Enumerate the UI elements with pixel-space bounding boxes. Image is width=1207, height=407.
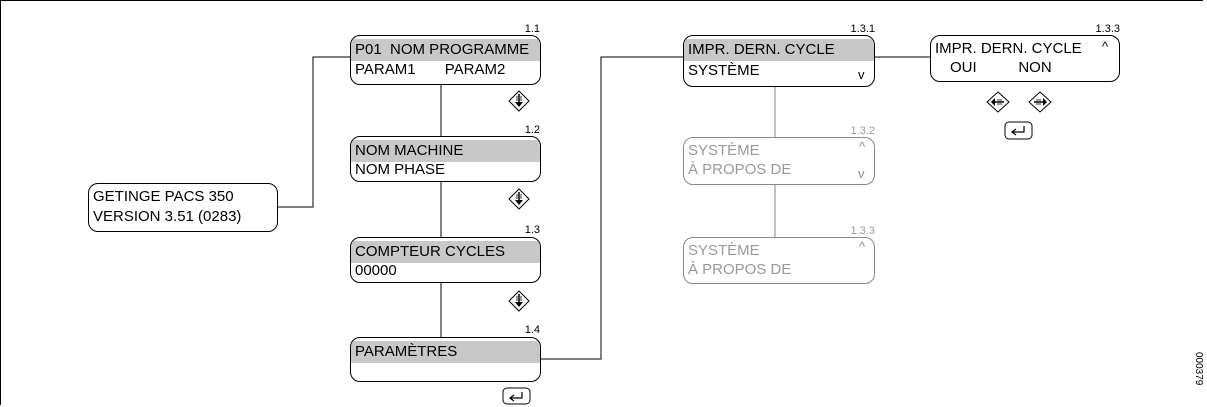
screen-line-1: IMPR. DERN. CYCLE — [684, 39, 874, 61]
figure-reference-code: 000379 — [1193, 352, 1204, 386]
screen-line-2 — [351, 360, 540, 381]
screen-number: 1.4 — [524, 324, 540, 336]
screen-1-3-2: SYSTÈME À PROPOS DE ^ v — [683, 137, 875, 185]
down-arrow-button-icon — [508, 290, 530, 312]
screen-number: 1.2 — [524, 124, 540, 136]
screen-1-3-1: IMPR. DERN. CYCLE SYSTÈME v — [683, 35, 875, 87]
screen-line-1: NOM MACHINE — [351, 140, 540, 162]
scroll-up-indicator: ^ — [859, 139, 866, 154]
screen-number: 1.3 — [524, 224, 540, 236]
scroll-up-indicator: ^ — [859, 239, 866, 254]
down-arrow-button-icon — [508, 188, 530, 210]
scroll-up-indicator: ^ — [1102, 39, 1109, 54]
screen-line-1: IMPR. DERN. CYCLE — [935, 40, 1082, 57]
enter-button-icon — [1004, 121, 1033, 140]
screen-line-2: NOM PHASE — [355, 161, 446, 178]
screen-number: 1.3.1 — [850, 23, 875, 35]
start-line-1: GETINGE PACS 350 — [93, 188, 234, 205]
screen-number: 1.1 — [524, 23, 540, 35]
screen-number: 1.3.2 — [850, 125, 875, 137]
down-arrow-button-icon — [508, 90, 530, 112]
scroll-down-indicator: v — [858, 166, 865, 181]
screen-number: 1.3.3 — [1095, 23, 1120, 35]
screen-line-1: P01 NOM PROGRAMME — [351, 39, 540, 61]
screen-1-2: NOM MACHINE NOM PHASE — [350, 136, 541, 182]
scroll-down-indicator: v — [858, 67, 865, 82]
screen-1-4: PARAMÈTRES — [350, 337, 541, 382]
screen-line-2: 00000 — [355, 262, 397, 279]
start-line-2: VERSION 3.51 (0283) — [93, 208, 242, 225]
screen-1-3: COMPTEUR CYCLES 00000 — [350, 237, 541, 283]
screen-number: 1.3.3 — [850, 225, 875, 237]
screen-line-2: À PROPOS DE — [688, 161, 792, 178]
screen-line-2: PARAM1 PARAM2 — [355, 61, 506, 78]
screen-line-1: SYSTÈME — [688, 242, 760, 259]
screen-line-1: PARAMÈTRES — [351, 341, 540, 363]
screen-line-2: OUI NON — [950, 59, 1052, 76]
start-screen: GETINGE PACS 350 VERSION 3.51 (0283) — [88, 183, 278, 232]
right-arrow-button-icon — [1028, 91, 1052, 113]
screen-confirm-print: IMPR. DERN. CYCLE OUI NON ^ — [930, 35, 1120, 82]
enter-button-icon — [502, 387, 531, 405]
screen-line-1: SYSTÈME — [688, 142, 760, 159]
screen-1-1: P01 NOM PROGRAMME PARAM1 PARAM2 — [350, 35, 541, 85]
screen-line-1: COMPTEUR CYCLES — [351, 241, 540, 263]
screen-line-2: SYSTÈME — [688, 62, 760, 79]
screen-line-2: À PROPOS DE — [688, 261, 792, 278]
left-arrow-button-icon — [986, 91, 1010, 113]
screen-1-3-3: SYSTÈME À PROPOS DE ^ — [683, 237, 875, 284]
